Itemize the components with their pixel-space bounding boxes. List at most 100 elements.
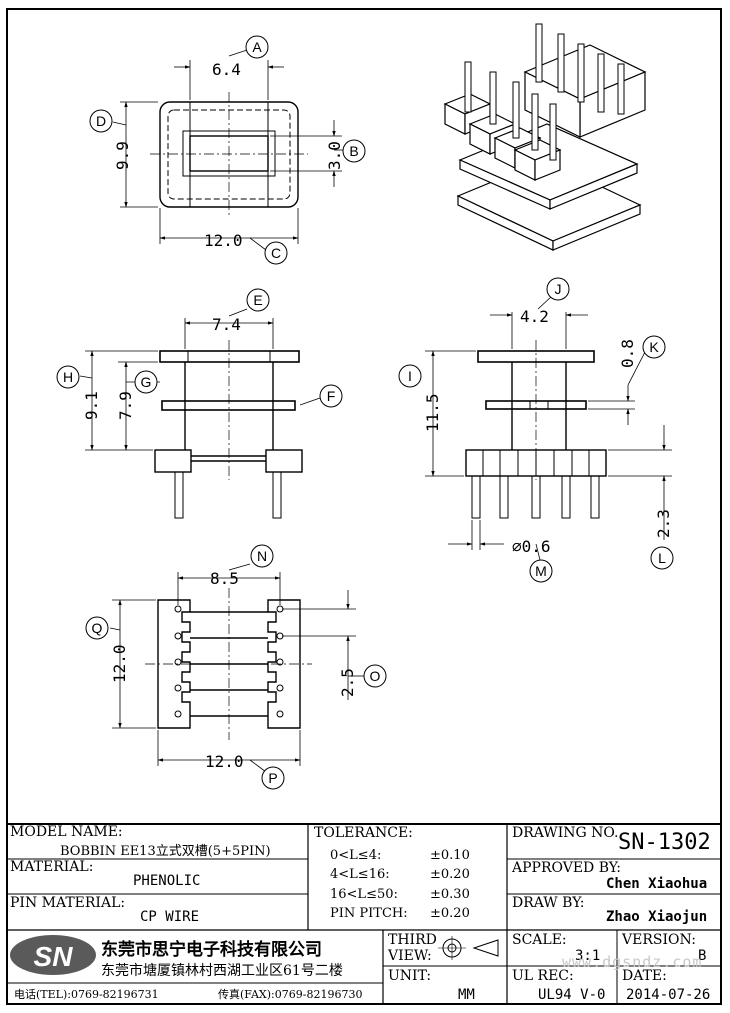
- svg-text:N: N: [257, 548, 267, 564]
- svg-text:F: F: [327, 388, 336, 404]
- draw-by-label: DRAW BY:: [512, 895, 585, 911]
- model-name-value: BOBBIN EE13立式双槽(5+5PIN): [60, 844, 271, 859]
- tol-range-4: PIN PITCH:: [330, 906, 408, 921]
- svg-text:G: G: [141, 374, 152, 390]
- svg-text:P: P: [268, 770, 277, 786]
- unit-value: MM: [458, 987, 475, 1003]
- top-view: [112, 49, 344, 251]
- svg-text:M: M: [535, 563, 547, 579]
- tol-value-2: ±0.20: [430, 867, 470, 882]
- ul-rec-value: UL94 V-0: [538, 987, 606, 1003]
- callout-f: F: [319, 384, 343, 408]
- svg-text:SN: SN: [34, 941, 74, 972]
- isometric-view: [443, 23, 647, 251]
- callout-h: H: [56, 365, 80, 389]
- projection-symbol: [438, 936, 499, 960]
- callout-bubbles: A B C D E F G H I J K L M N O P Q: [56, 35, 674, 790]
- callout-d: D: [89, 109, 113, 133]
- iso-pins: [464, 23, 625, 161]
- dim-g-label: 7.9: [116, 391, 135, 420]
- callout-k: K: [642, 335, 666, 359]
- callout-j: J: [546, 277, 570, 301]
- tol-range-1: 0<L≤4:: [330, 848, 382, 863]
- watermark: www.dgsndz.com: [562, 953, 703, 971]
- dim-k-label: 0.8: [618, 339, 637, 368]
- svg-text:K: K: [649, 339, 659, 355]
- svg-text:L: L: [658, 550, 666, 566]
- svg-text:O: O: [370, 668, 381, 684]
- title-block-grid: [7, 823, 721, 1004]
- tol-value-4: ±0.20: [430, 906, 470, 921]
- dim-m-label: ∅0.6: [512, 537, 551, 556]
- scale-label: SCALE:: [512, 932, 567, 948]
- company-address: 东莞市塘厦镇林村西湖工业区61号二楼: [101, 963, 343, 979]
- callout-b: B: [342, 139, 366, 163]
- tol-range-2: 4<L≤16:: [330, 867, 390, 882]
- version-label: VERSION:: [622, 932, 696, 948]
- dim-n-label: 8.5: [210, 569, 239, 588]
- bottom-view: [109, 563, 364, 773]
- dim-h-label: 9.1: [82, 391, 101, 420]
- tel: 电话(TEL):0769-82196731: [14, 988, 159, 1001]
- callout-e: E: [246, 288, 270, 312]
- pin-material-value: CP WIRE: [140, 909, 200, 925]
- callout-l: L: [650, 546, 674, 570]
- third-view-label-2: VIEW:: [388, 948, 432, 964]
- third-view-label-1: THIRD: [388, 932, 437, 948]
- tol-value-1: ±0.10: [430, 848, 470, 863]
- callout-c: C: [264, 241, 288, 265]
- tol-range-3: 16<L≤50:: [330, 887, 398, 902]
- fax: 传真(FAX):0769-82196730: [218, 988, 363, 1001]
- company-logo: SN: [10, 935, 96, 975]
- approved-by-label: APPROVED BY:: [512, 860, 621, 876]
- svg-text:D: D: [96, 113, 106, 129]
- svg-text:I: I: [408, 368, 412, 384]
- svg-text:J: J: [555, 281, 562, 297]
- version-value: B: [698, 948, 707, 964]
- tolerance-label: TOLERANCE:: [314, 825, 413, 841]
- material-label: MATERIAL:: [10, 859, 94, 875]
- callout-o: O: [363, 664, 387, 688]
- dim-l-label: 2.3: [654, 509, 673, 538]
- model-name-label: MODEL NAME:: [10, 824, 123, 840]
- dim-j-label: 4.2: [520, 307, 549, 326]
- callout-q: Q: [85, 616, 109, 640]
- unit-label: UNIT:: [388, 968, 432, 984]
- dim-q-label: 12.0: [110, 644, 129, 683]
- callout-p: P: [261, 766, 285, 790]
- draw-by-value: Zhao Xiaojun: [606, 909, 708, 925]
- company-name: 东莞市思宁电子科技有限公司: [101, 940, 322, 960]
- dim-a-label: 6.4: [212, 60, 241, 79]
- pin-material-label: PIN MATERIAL:: [10, 895, 126, 911]
- ul-rec-label: UL REC:: [512, 968, 574, 984]
- dim-c-label: 12.0: [204, 231, 243, 250]
- dimension-labels: 6.4 12.0 9.9 3.0 7.4 9.1 7.9 4.2 11.5 0.…: [82, 60, 673, 771]
- svg-text:E: E: [253, 292, 262, 308]
- callout-i: I: [398, 364, 422, 388]
- dim-d-label: 9.9: [113, 141, 132, 170]
- dim-i-label: 11.5: [423, 393, 442, 432]
- svg-text:A: A: [252, 39, 262, 55]
- date-label: DATE:: [622, 968, 667, 984]
- callout-g: G: [134, 370, 158, 394]
- drawing-no-value: SN-1302: [618, 830, 711, 855]
- callout-n: N: [250, 544, 274, 568]
- dim-b-label: 3.0: [325, 141, 344, 170]
- callout-a: A: [245, 35, 269, 59]
- svg-text:Q: Q: [92, 620, 103, 636]
- drawing-frame: [6, 8, 722, 1005]
- scale-value: 3:1: [575, 948, 601, 964]
- dim-o-label: 2.5: [338, 668, 357, 697]
- drawing-no-label: DRAWING NO.: [512, 825, 619, 841]
- bottom-pin-holes: [174, 605, 284, 718]
- callout-m: M: [529, 559, 553, 583]
- approved-by-value: Chen Xiaohua: [606, 876, 708, 892]
- svg-text:H: H: [63, 369, 73, 385]
- svg-text:B: B: [349, 143, 358, 159]
- dim-e-label: 7.4: [212, 315, 241, 334]
- front-view: [79, 308, 321, 519]
- tol-value-3: ±0.30: [430, 887, 470, 902]
- svg-text:C: C: [271, 245, 281, 261]
- dim-p-label: 12.0: [205, 752, 244, 771]
